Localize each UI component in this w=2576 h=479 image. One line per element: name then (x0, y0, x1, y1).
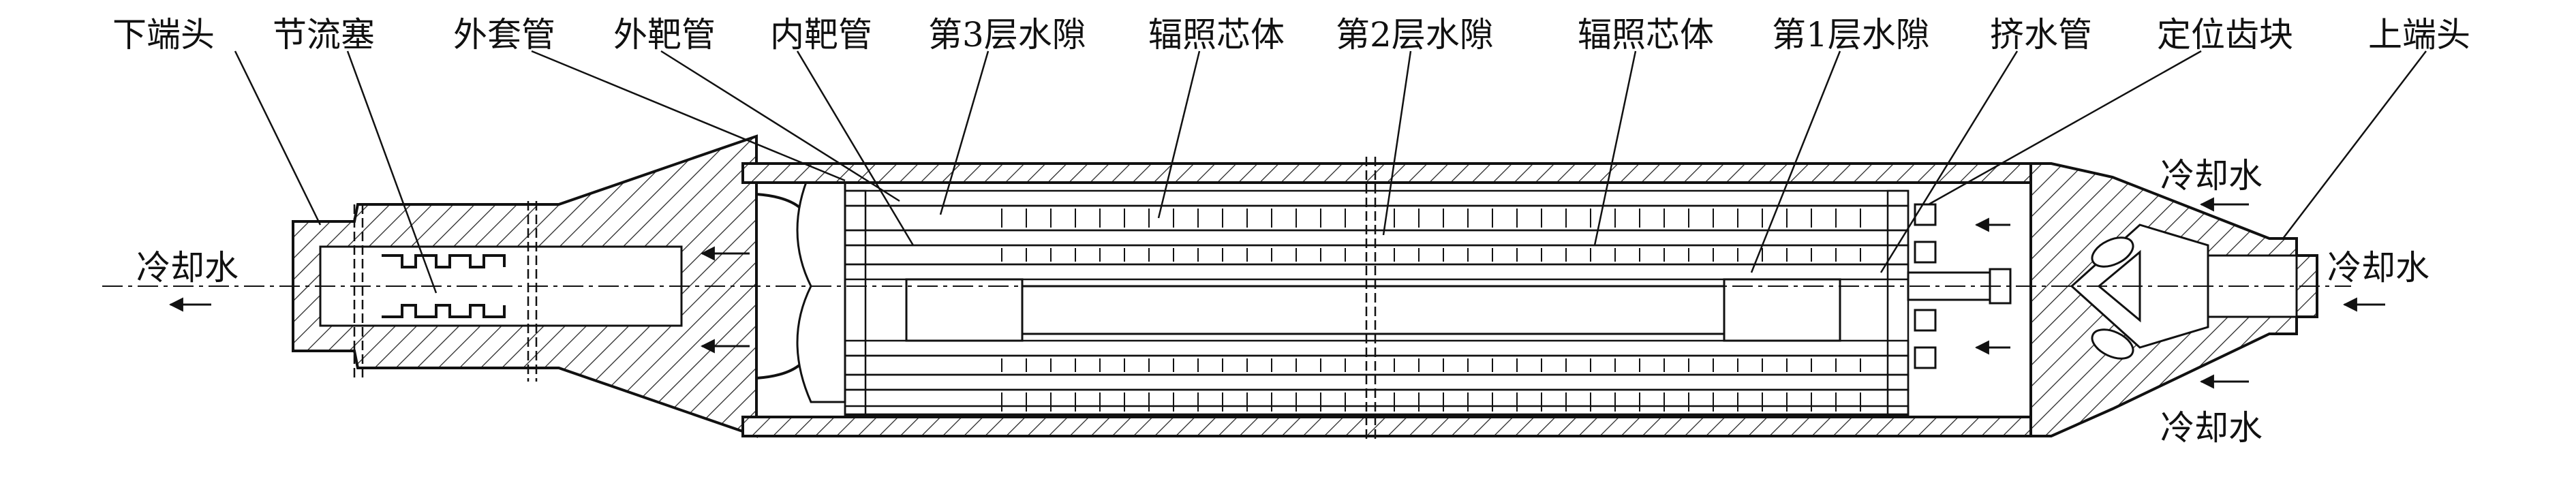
label-cooling-water-top: 冷却水 (2160, 156, 2263, 196)
leader-lines (234, 50, 2427, 294)
outer-sleeve (741, 162, 2032, 437)
label-outer-target-tube: 外靶管 (613, 15, 716, 55)
label-positioning-tooth: 定位齿块 (2157, 15, 2293, 55)
label-cooling-water-bottom: 冷却水 (2160, 408, 2263, 448)
flow-arrows (168, 197, 2385, 389)
label-upper-end-head: 上端头 (2368, 15, 2470, 55)
upper-end-head (1907, 162, 2318, 437)
label-throttle-plug: 节流塞 (273, 15, 375, 55)
mid-break-lines (1365, 157, 1377, 443)
label-cooling-water-inlet: 冷却水 (2327, 248, 2429, 288)
label-water-gap-3: 第3层水隙 (928, 15, 1086, 55)
label-lower-end-head: 下端头 (112, 15, 215, 55)
label-irradiation-core-1: 辐照芯体 (1148, 15, 1285, 55)
label-irradiation-core-2: 辐照芯体 (1578, 15, 1714, 55)
target-core (844, 189, 1910, 417)
label-outer-sleeve: 外套管 (453, 15, 555, 55)
label-cooling-water-outlet: 冷却水 (136, 248, 239, 288)
labels: 下端头 节流塞 外套管 外靶管 内靶管 第3层水隙 辐照芯体 第2层水隙 辐照芯… (112, 15, 2470, 448)
label-extrusion-tube: 挤水管 (1990, 15, 2092, 55)
label-water-gap-2: 第2层水隙 (1336, 15, 1494, 55)
label-water-gap-1: 第1层水隙 (1772, 15, 1930, 55)
irradiation-core-segments (1001, 208, 1861, 412)
throttle-plug (382, 254, 506, 318)
break-lines (353, 201, 538, 382)
label-inner-target-tube: 内靶管 (770, 15, 872, 55)
